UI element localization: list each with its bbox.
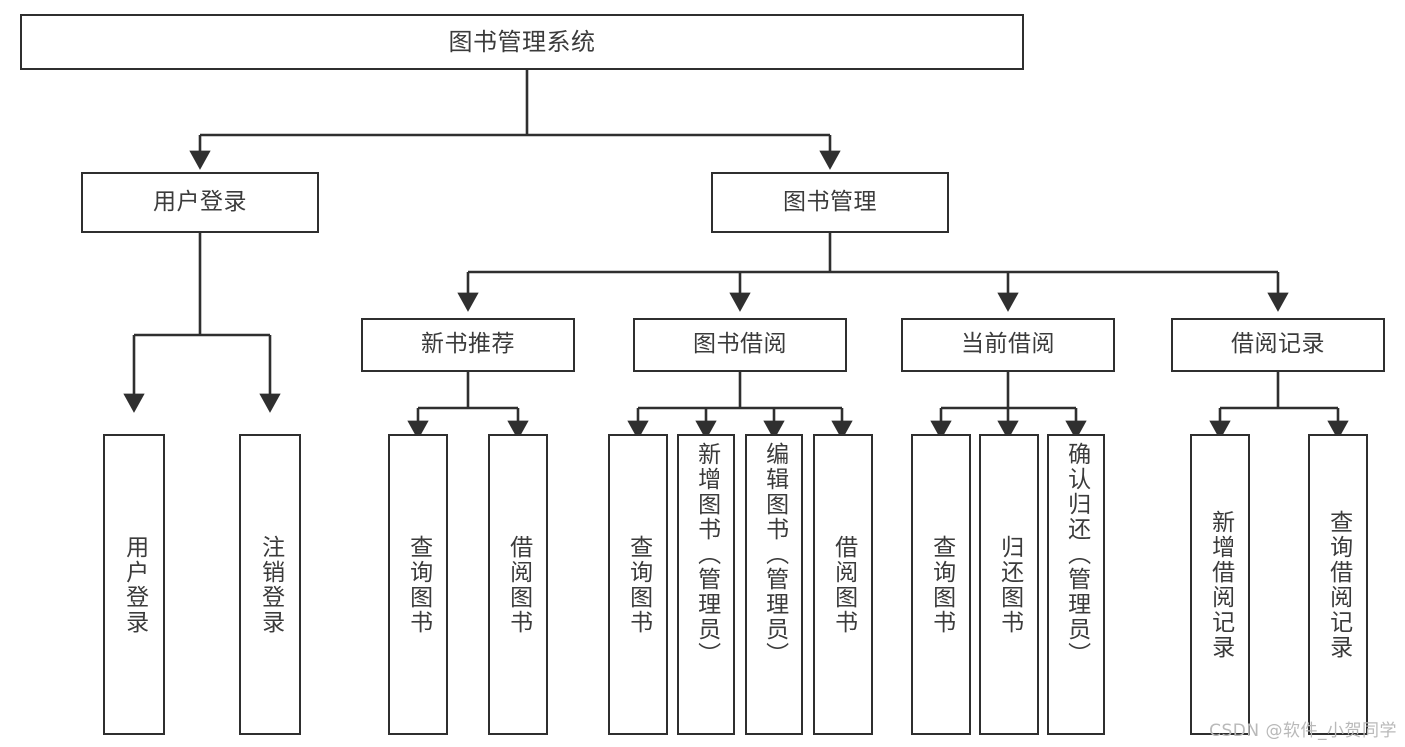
node-borrow-record[interactable]: 借阅记录 <box>1171 318 1385 372</box>
node-leaf-add-book-admin-label: 新增图书（管理员） <box>693 442 720 667</box>
node-leaf-user-login-label: 用户登录 <box>121 534 148 635</box>
node-user-login[interactable]: 用户登录 <box>81 172 319 233</box>
csdn-watermark: CSDN @软件_小贺同学 <box>1209 721 1397 741</box>
node-leaf-add-borrow-record-label: 新增借阅记录 <box>1207 509 1234 660</box>
node-book-management[interactable]: 图书管理 <box>711 172 949 233</box>
node-leaf-query-book-3[interactable]: 查询图书 <box>911 434 971 735</box>
node-leaf-user-login[interactable]: 用户登录 <box>103 434 165 735</box>
node-leaf-return-book[interactable]: 归还图书 <box>979 434 1039 735</box>
node-leaf-borrow-book-2[interactable]: 借阅图书 <box>813 434 873 735</box>
node-leaf-query-book-1-label: 查询图书 <box>405 534 432 635</box>
node-book-borrow-label: 图书借阅 <box>693 331 787 358</box>
node-borrow-record-label: 借阅记录 <box>1231 331 1325 358</box>
node-current-borrow-label: 当前借阅 <box>961 331 1055 358</box>
node-leaf-query-borrow-record-label: 查询借阅记录 <box>1325 509 1352 660</box>
node-leaf-query-book-3-label: 查询图书 <box>928 534 955 635</box>
node-leaf-query-book-1[interactable]: 查询图书 <box>388 434 448 735</box>
node-leaf-add-book-admin[interactable]: 新增图书（管理员） <box>677 434 735 735</box>
node-leaf-edit-book-admin-label: 编辑图书（管理员） <box>761 442 788 667</box>
node-book-borrow[interactable]: 图书借阅 <box>633 318 847 372</box>
node-leaf-logout-login[interactable]: 注销登录 <box>239 434 301 735</box>
node-new-book-recommend[interactable]: 新书推荐 <box>361 318 575 372</box>
node-leaf-confirm-return-admin[interactable]: 确认归还（管理员） <box>1047 434 1105 735</box>
node-leaf-add-borrow-record[interactable]: 新增借阅记录 <box>1190 434 1250 735</box>
node-leaf-confirm-return-admin-label: 确认归还（管理员） <box>1063 442 1090 667</box>
node-leaf-return-book-label: 归还图书 <box>996 534 1023 635</box>
node-user-login-label: 用户登录 <box>153 188 247 215</box>
node-leaf-query-borrow-record[interactable]: 查询借阅记录 <box>1308 434 1368 735</box>
node-leaf-borrow-book-1-label: 借阅图书 <box>505 534 532 635</box>
node-leaf-borrow-book-2-label: 借阅图书 <box>830 534 857 635</box>
node-book-management-label: 图书管理 <box>783 188 877 215</box>
node-root-label: 图书管理系统 <box>448 27 596 56</box>
node-current-borrow[interactable]: 当前借阅 <box>901 318 1115 372</box>
node-leaf-query-book-2-label: 查询图书 <box>625 534 652 635</box>
node-new-book-recommend-label: 新书推荐 <box>421 331 515 358</box>
node-leaf-logout-login-label: 注销登录 <box>257 534 284 635</box>
node-leaf-borrow-book-1[interactable]: 借阅图书 <box>488 434 548 735</box>
node-root-book-management-system[interactable]: 图书管理系统 <box>20 14 1024 70</box>
node-leaf-edit-book-admin[interactable]: 编辑图书（管理员） <box>745 434 803 735</box>
node-leaf-query-book-2[interactable]: 查询图书 <box>608 434 668 735</box>
